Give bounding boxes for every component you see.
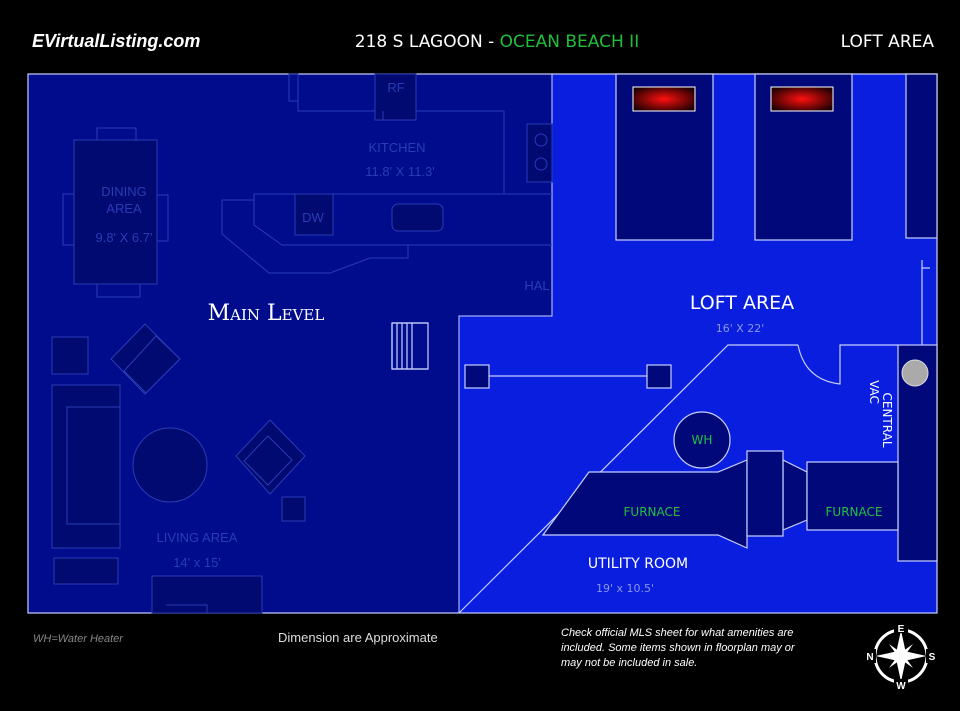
furnace-ducts — [541, 450, 899, 549]
plan-outline — [27, 73, 938, 614]
living-furniture — [51, 323, 306, 614]
pillow-1 — [632, 86, 696, 112]
stools — [464, 364, 672, 389]
dining-dims: 9.8' X 6.7' — [95, 230, 152, 245]
living-label: LIVING AREA — [157, 530, 238, 545]
compass-s: S — [929, 652, 936, 663]
living-dims: 14' x 15' — [173, 555, 221, 570]
pillow-2 — [770, 86, 834, 112]
water-heater — [673, 411, 731, 469]
compass-w: W — [896, 681, 906, 692]
stairs — [391, 322, 429, 370]
furnace-2-label: FURNACE — [826, 505, 883, 519]
main-level-label: Main Level — [208, 301, 325, 326]
dining-label-1: DINING — [101, 184, 147, 199]
listing-title: 218 S LAGOON - OCEAN BEACH II — [0, 32, 960, 52]
dining-label-2: AREA — [106, 201, 142, 216]
site-brand: EVirtualListing.com — [32, 31, 201, 51]
disclaimer: Check official MLS sheet for what amenit… — [561, 627, 795, 669]
central-vac-unit — [897, 344, 938, 562]
legend-note: WH=Water Heater — [33, 633, 123, 645]
furnace-1-label: FURNACE — [624, 505, 681, 519]
loft-label: LOFT AREA — [690, 292, 794, 314]
kitchen-label: KITCHEN — [368, 140, 425, 155]
compass-e: E — [898, 624, 905, 635]
community-name: OCEAN BEACH II — [499, 32, 640, 52]
section-title: LOFT AREA — [840, 32, 934, 52]
central-vac-label-2: VAC — [867, 380, 881, 404]
wh-label: WH — [692, 433, 713, 447]
hal-label: HAL — [524, 278, 549, 293]
closet — [905, 73, 938, 239]
loft-wall — [921, 260, 930, 345]
utility-dims: 19' x 10.5' — [596, 582, 654, 595]
utility-walls — [458, 344, 898, 614]
approx-note: Dimension are Approximate — [278, 630, 438, 645]
utility-label: UTILITY ROOM — [588, 556, 688, 572]
dining-table — [62, 127, 169, 298]
kitchen-fixtures — [221, 73, 553, 274]
compass-n: N — [866, 652, 873, 663]
kitchen-dims: 11.8' X 11.3' — [365, 164, 435, 179]
compass-icon: E W N S — [864, 621, 938, 692]
central-vac-label-1: CENTRAL — [880, 392, 894, 447]
loft-dims: 16' X 22' — [716, 322, 765, 335]
address: 218 S LAGOON - — [354, 32, 500, 52]
rf-label: RF — [387, 80, 404, 95]
dw-label: DW — [302, 210, 324, 225]
